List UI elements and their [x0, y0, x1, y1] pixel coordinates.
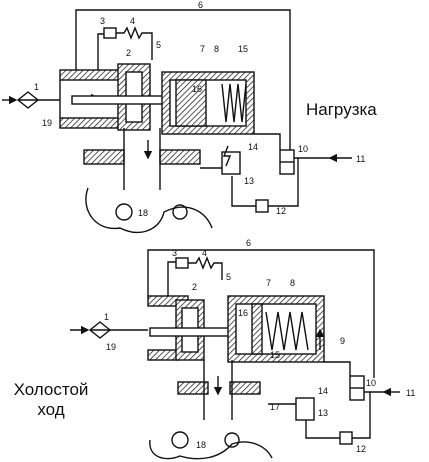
restrictor-4 [188, 256, 223, 280]
callout-8: 8 [290, 278, 295, 288]
callout-2: 2 [126, 48, 131, 58]
callout-17: 17 [270, 402, 280, 412]
callout-7: 7 [200, 44, 205, 54]
callout-4: 4 [202, 248, 207, 258]
callout-19: 19 [42, 118, 52, 128]
valve-3 [175, 257, 189, 269]
callout-10: 10 [298, 144, 308, 154]
callout-8: 8 [214, 44, 219, 54]
callout-11: 11 [406, 388, 415, 398]
callout-5: 5 [226, 272, 231, 282]
callout-9: 9 [340, 336, 345, 346]
solenoid-13 [221, 151, 241, 175]
callout-3: 3 [100, 16, 105, 26]
callout-5: 5 [156, 40, 161, 50]
callout-18: 18 [138, 208, 148, 218]
idle-panel [70, 249, 400, 460]
valve-3 [103, 27, 117, 39]
callout-3: 3 [172, 248, 177, 258]
valve-12 [339, 431, 353, 445]
callout-18: 18 [196, 440, 206, 450]
line-6 [75, 9, 291, 150]
callout-1: 1 [104, 312, 109, 322]
callout-6: 6 [198, 0, 203, 10]
load-panel [2, 9, 352, 233]
load-mode-label: Нагрузка [306, 100, 377, 119]
rotor-18 [85, 187, 213, 233]
idle-mode-label-line2: ход [37, 400, 65, 419]
callout-12: 12 [276, 206, 286, 216]
line-6 [147, 249, 375, 378]
callout-2: 2 [192, 282, 197, 292]
callout-14: 14 [248, 142, 258, 152]
callout-16: 16 [238, 308, 248, 318]
callout-13: 13 [318, 408, 328, 418]
callout-1: 1 [34, 82, 39, 92]
callout-13: 13 [244, 176, 254, 186]
restrictor-4 [116, 26, 153, 60]
load-callouts: 1 2 3 4 5 6 7 8 15 16 19 14 13 10 11 12 … [34, 0, 365, 218]
spring-8 [265, 311, 309, 351]
idle-mode-label: Холостой ход [6, 380, 96, 420]
callout-19: 19 [106, 342, 116, 352]
callout-10: 10 [366, 378, 376, 388]
callout-7: 7 [266, 278, 271, 288]
rotor-18 [149, 439, 273, 460]
callout-12: 12 [356, 444, 366, 454]
idle-callouts: 1 2 3 4 5 6 7 8 9 16 15 19 14 13 17 10 1… [104, 238, 415, 454]
callout-4: 4 [130, 16, 135, 26]
callout-15: 15 [238, 44, 248, 54]
callout-6: 6 [246, 238, 251, 248]
idle-mode-label-line1: Холостой [13, 380, 89, 399]
solenoid-13 [295, 397, 315, 421]
spring-8 [221, 83, 247, 123]
callout-15: 15 [270, 350, 280, 360]
line-3-4 [97, 33, 104, 72]
callout-16: 16 [192, 84, 202, 94]
valve-12 [255, 199, 269, 213]
callout-14: 14 [318, 386, 328, 396]
callout-11: 11 [356, 154, 365, 164]
